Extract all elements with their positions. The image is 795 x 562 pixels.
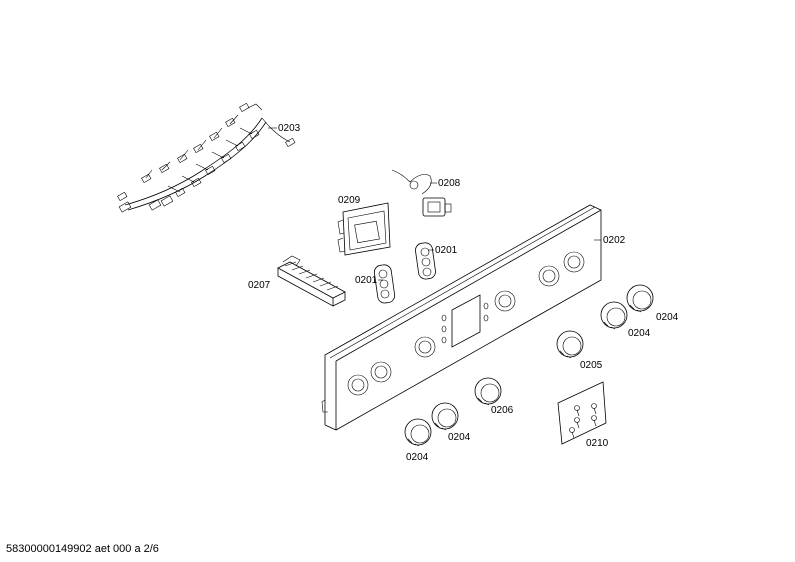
- document-reference: 58300000149902 aet 000 a 2/6: [6, 543, 159, 555]
- part-label-0207: 0207: [248, 280, 271, 291]
- knob-0206: [474, 377, 502, 406]
- part-label-0209: 0209: [338, 195, 361, 206]
- part-label-0210: 0210: [586, 438, 609, 449]
- part-label-0201-right: 0201: [435, 245, 458, 256]
- knob-0204-bottom-middle: [431, 402, 459, 431]
- knob-holder-0201-left: [373, 264, 396, 304]
- knob-0204-top-right: [626, 284, 654, 313]
- part-label-0204-bottom-left: 0204: [406, 452, 429, 463]
- part-label-0201-left: 0201: [355, 275, 378, 286]
- knob-0205: [556, 330, 584, 359]
- thermostat-0208: [391, 169, 452, 217]
- part-label-0205: 0205: [580, 360, 603, 371]
- screw-set-0210: [557, 381, 607, 445]
- control-panel-0202: [321, 204, 602, 431]
- knob-0204-right: [600, 301, 628, 330]
- knob-0204-bottom-left: [404, 418, 432, 447]
- part-label-0203: 0203: [278, 123, 301, 134]
- part-label-0204-right: 0204: [628, 328, 651, 339]
- part-label-0208: 0208: [438, 178, 461, 189]
- knob-holder-0201-right: [415, 242, 436, 280]
- display-module-0209: [337, 202, 391, 256]
- terminal-strip-0207: [277, 255, 346, 307]
- part-label-0206: 0206: [491, 405, 514, 416]
- part-label-0202: 0202: [603, 235, 626, 246]
- wiring-harness-0203: [117, 102, 296, 213]
- part-label-0204-bottom-middle: 0204: [448, 432, 471, 443]
- part-label-0204-top-right: 0204: [656, 312, 679, 323]
